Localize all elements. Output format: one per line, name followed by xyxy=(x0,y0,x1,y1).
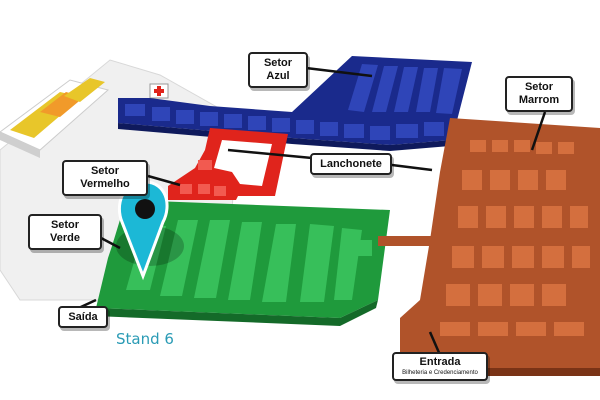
sector-vermelho xyxy=(168,128,288,200)
label-saida: Saída xyxy=(58,306,108,328)
first-aid-cross-icon xyxy=(149,83,169,99)
marker-label: Stand 6 xyxy=(116,330,174,348)
map-pin-icon[interactable] xyxy=(116,180,184,281)
label-setor-azul-line2: Azul xyxy=(266,70,290,82)
label-setor-verde-line1: Setor xyxy=(50,219,80,231)
label-lanchonete: Lanchonete xyxy=(310,153,392,175)
label-lanchonete-text: Lanchonete xyxy=(320,158,382,170)
label-setor-marrom-line1: Setor xyxy=(524,81,554,93)
label-setor-verde-line2: Verde xyxy=(50,232,80,244)
leader-lines xyxy=(69,66,547,356)
label-setor-vermelho: Setor Vermelho xyxy=(62,160,148,196)
label-entrada: Entrada Bilheteria e Credenciamento xyxy=(392,352,488,381)
label-entrada-text: Entrada xyxy=(419,356,461,368)
sector-marrom xyxy=(378,118,600,376)
label-setor-marrom: Setor Marrom xyxy=(505,76,573,112)
label-setor-vermelho-line2: Vermelho xyxy=(80,178,130,190)
label-setor-azul: Setor Azul xyxy=(248,52,308,88)
left-area xyxy=(0,78,110,158)
label-saida-text: Saída xyxy=(68,311,98,323)
sector-azul xyxy=(118,56,472,151)
label-setor-verde: Setor Verde xyxy=(28,214,102,250)
label-setor-vermelho-line1: Setor xyxy=(90,165,120,177)
label-setor-marrom-line2: Marrom xyxy=(518,94,560,106)
label-setor-azul-line1: Setor xyxy=(263,57,293,69)
label-entrada-subtext: Bilheteria e Credenciamento xyxy=(402,370,478,376)
